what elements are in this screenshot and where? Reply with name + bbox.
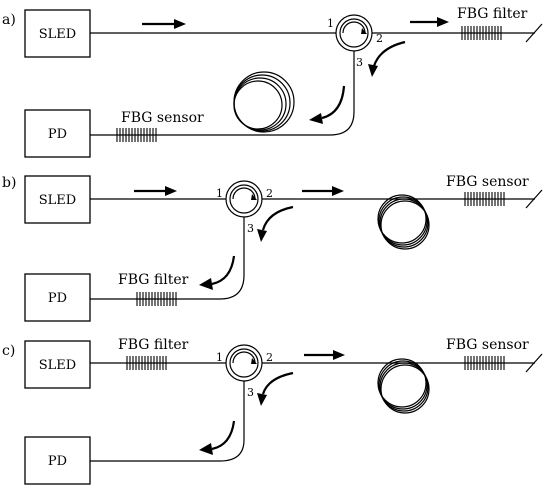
panel-c-arrow-return: [199, 420, 236, 455]
panel-a-sled-box: [24, 9, 91, 58]
panel-b-circulator-flow: [232, 187, 256, 200]
panel-b-arrow-return: [199, 255, 236, 290]
panel-b-pd-box: [24, 273, 91, 322]
panel-a-fbg-filter-grating: [461, 26, 502, 40]
panel-b-port-1: 1: [216, 187, 223, 200]
panel-b-fiber-return: [90, 217, 245, 300]
panel-b-fbg-sensor-grating: [464, 192, 505, 206]
panel-c: c) SLED PD 1 2 3: [2, 337, 543, 485]
panel-b-arrow-reflect: [257, 205, 294, 242]
panel-a-port-2: 2: [376, 32, 383, 45]
panel-c-fbg-filter-grating: [126, 356, 167, 370]
panel-c-circulator: [225, 344, 263, 382]
panel-a-fbg-sensor-label: FBG sensor: [121, 110, 204, 126]
panel-a-sled-label: SLED: [39, 27, 76, 42]
panel-c-fiber-return: [90, 381, 245, 462]
panel-b: b) SLED PD 1 2 3: [2, 174, 543, 322]
panel-c-arrow-output: [304, 350, 345, 360]
panel-a-port-1: 1: [327, 17, 334, 30]
panel-c-pd-label: PD: [48, 454, 67, 469]
panel-a-arrow-forward: [142, 19, 186, 29]
panel-c-port-2: 2: [266, 351, 273, 364]
panel-a-fbg-filter-label: FBG filter: [457, 6, 528, 22]
panel-c-fbg-filter-label: FBG filter: [118, 337, 189, 353]
panel-a-fiber-coil: [233, 71, 295, 133]
panel-a-circulator-flow: [342, 21, 366, 34]
panel-b-fiber-end: [525, 189, 543, 209]
panel-a-circulator: [335, 14, 373, 52]
panel-b-circulator-inner: [229, 184, 259, 214]
panel-b-fbg-filter-label: FBG filter: [118, 272, 189, 288]
panel-b-sled-label: SLED: [39, 193, 76, 208]
panel-b-circulator-arrowhead: [251, 194, 257, 200]
panel-a-arrow-return: [309, 85, 346, 124]
panel-a-port-3: 3: [356, 56, 363, 69]
panel-b-sled-box: [24, 175, 91, 224]
panel-c-circulator-inner: [229, 348, 259, 378]
panel-c-port-1: 1: [216, 351, 223, 364]
panel-b-pd-label: PD: [48, 291, 67, 306]
panel-b-port-2: 2: [266, 187, 273, 200]
panel-b-tag: b): [2, 175, 16, 191]
panel-a-fiber-end: [525, 23, 543, 43]
panel-a-arrow-reflect: [368, 40, 406, 77]
panel-c-sled-box: [24, 340, 91, 389]
panel-a-circulator-inner: [339, 18, 369, 48]
panel-a-fiber-return: [90, 51, 355, 136]
panel-b-circulator: [225, 180, 263, 218]
panel-c-fbg-sensor-grating: [464, 356, 505, 370]
panel-c-circulator-arrowhead: [251, 358, 257, 364]
panel-b-fiber-coil: [377, 194, 430, 250]
panel-a-arrow-output: [410, 17, 449, 27]
panel-c-fiber-end: [525, 353, 543, 373]
panel-c-arrow-reflect: [257, 371, 294, 406]
panel-c-port-3: 3: [247, 386, 254, 399]
panel-c-tag: c): [2, 343, 15, 359]
panel-b-fbg-sensor-label: FBG sensor: [446, 174, 529, 190]
panel-c-sled-label: SLED: [39, 358, 76, 373]
panel-a-tag: a): [2, 12, 16, 28]
panel-c-circulator-flow: [232, 351, 256, 364]
panel-b-port-3: 3: [247, 222, 254, 235]
panel-c-fbg-sensor-label: FBG sensor: [446, 337, 529, 353]
panel-b-fbg-filter-grating: [136, 292, 177, 306]
panel-a-fbg-sensor-grating: [116, 128, 157, 142]
panel-a-pd-box: [24, 109, 91, 158]
panel-a: a) SLED PD 1 2 3: [2, 6, 543, 158]
panel-a-pd-label: PD: [48, 127, 67, 142]
panel-b-arrow-output: [302, 186, 344, 196]
panel-c-fiber-coil: [377, 358, 430, 414]
panel-a-circulator-arrowhead: [361, 28, 367, 34]
panel-b-arrow-forward: [134, 186, 177, 196]
